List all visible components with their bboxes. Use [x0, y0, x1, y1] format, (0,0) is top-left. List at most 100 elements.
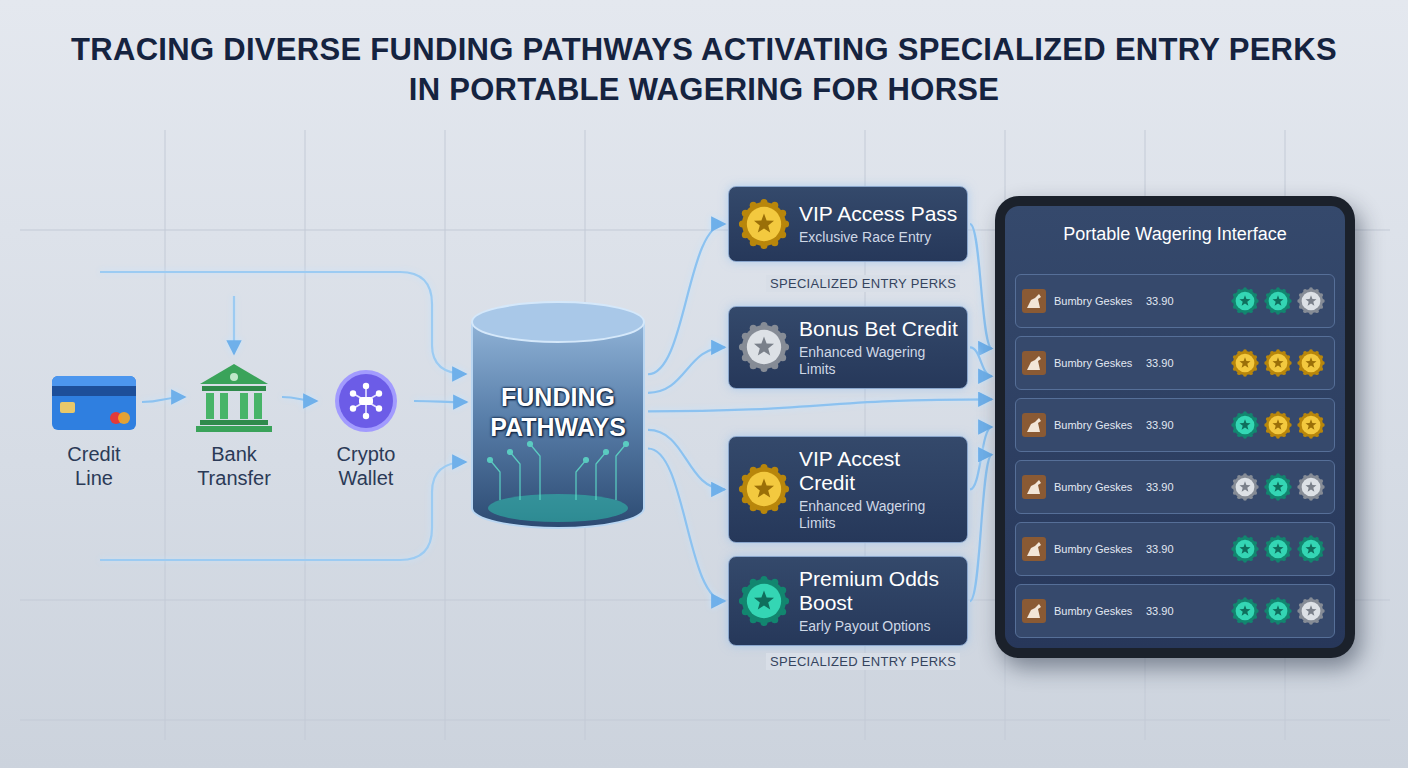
- perk-title: Bonus Bet Credit: [799, 317, 959, 341]
- medal-icon: [1264, 349, 1291, 376]
- row-medals: [1228, 408, 1328, 442]
- flow-connector: [648, 448, 725, 601]
- medal-icon: [739, 322, 789, 372]
- race-odds: 33.90: [1146, 605, 1190, 617]
- perk-medal: [737, 574, 791, 628]
- medal-icon: [1264, 287, 1291, 314]
- race-name: Bumbry Geskes: [1054, 543, 1146, 555]
- medal-icon: [1231, 473, 1258, 500]
- race-odds: 33.90: [1146, 419, 1190, 431]
- race-name: Bumbry Geskes: [1054, 605, 1146, 617]
- medal-icon: [1264, 535, 1291, 562]
- horse-thumbnail: [1022, 351, 1046, 375]
- perk-title: VIP Access Pass: [799, 202, 959, 226]
- section-label: SPECIALIZED ENTRY PERKS: [766, 275, 960, 292]
- medal-icon: [1297, 411, 1324, 438]
- perk-subtitle: Early Payout Options: [799, 618, 959, 635]
- row-medals: [1228, 284, 1328, 318]
- medal-icon: [1231, 349, 1258, 376]
- perk-title: VIP Accest Credit: [799, 447, 959, 495]
- medal-icon: [1231, 411, 1258, 438]
- funding-cylinder: FUNDING PATHWAYS: [470, 300, 646, 532]
- flow-connector: [970, 347, 992, 376]
- race-row: Bumbry Geskes33.90: [1015, 522, 1335, 576]
- race-odds: 33.90: [1146, 481, 1190, 493]
- row-medals: [1228, 532, 1328, 566]
- row-medals: [1228, 594, 1328, 628]
- race-name: Bumbry Geskes: [1054, 357, 1146, 369]
- race-row: Bumbry Geskes33.90: [1015, 336, 1335, 390]
- horse-thumbnail: [1022, 537, 1046, 561]
- card-icon: [48, 370, 140, 434]
- source-node: Credit Line: [48, 370, 140, 490]
- medal-icon: [1297, 287, 1324, 314]
- perk-text: VIP Access PassExclusive Race Entry: [799, 202, 959, 246]
- medal-icon: [1264, 597, 1291, 624]
- perk-text: Bonus Bet CreditEnhanced Wagering Limits: [799, 317, 959, 378]
- grid-lines: [20, 130, 1390, 740]
- medal-icon: [1264, 473, 1291, 500]
- tablet-heading: Portable Wagering Interface: [995, 196, 1355, 245]
- perk-subtitle: Enhanced Wagering Limits: [799, 498, 959, 532]
- race-name: Bumbry Geskes: [1054, 481, 1146, 493]
- flow-connector: [648, 399, 992, 411]
- race-row: Bumbry Geskes33.90: [1015, 398, 1335, 452]
- medal-icon: [1297, 473, 1324, 500]
- perk-subtitle: Enhanced Wagering Limits: [799, 344, 959, 378]
- horse-thumbnail: [1022, 475, 1046, 499]
- flow-connector: [648, 347, 725, 392]
- medal-icon: [1231, 597, 1258, 624]
- source-node: Bank Transfer: [188, 360, 280, 490]
- bank-icon: [188, 360, 280, 434]
- flow-connector: [142, 397, 185, 402]
- horse-thumbnail: [1022, 599, 1046, 623]
- perk-box: Premium Odds BoostEarly Payout Options: [728, 556, 968, 646]
- medal-icon: [1231, 287, 1258, 314]
- medal-icon: [739, 464, 789, 514]
- flow-connector: [970, 224, 992, 348]
- medal-icon: [1231, 535, 1258, 562]
- flow-connector: [282, 397, 317, 401]
- perk-medal: [737, 320, 791, 374]
- tablet-device: Portable Wagering InterfaceBumbry Geskes…: [995, 196, 1355, 658]
- row-medals: [1228, 470, 1328, 504]
- feed-lines: [100, 272, 466, 560]
- flow-connector: [414, 401, 467, 402]
- medal-icon: [1297, 349, 1324, 376]
- row-medals: [1228, 346, 1328, 380]
- flow-connector: [648, 224, 725, 374]
- perk-text: VIP Accest CreditEnhanced Wagering Limit…: [799, 447, 959, 532]
- race-row: Bumbry Geskes33.90: [1015, 274, 1335, 328]
- source-label: Credit Line: [48, 442, 140, 490]
- race-row: Bumbry Geskes33.90: [1015, 460, 1335, 514]
- source-label: Bank Transfer: [188, 442, 280, 490]
- race-row: Bumbry Geskes33.90: [1015, 584, 1335, 638]
- diagram-title: TRACING DIVERSE FUNDING PATHWAYS ACTIVAT…: [60, 30, 1348, 111]
- race-name: Bumbry Geskes: [1054, 419, 1146, 431]
- perk-medal: [737, 197, 791, 251]
- crypto-icon: [320, 368, 412, 434]
- perk-box: VIP Access PassExclusive Race Entry: [728, 186, 968, 262]
- medal-icon: [739, 199, 789, 249]
- race-odds: 33.90: [1146, 295, 1190, 307]
- perk-medal: [737, 462, 791, 516]
- medal-icon: [739, 576, 789, 626]
- race-name: Bumbry Geskes: [1054, 295, 1146, 307]
- horse-thumbnail: [1022, 289, 1046, 313]
- perk-text: Premium Odds BoostEarly Payout Options: [799, 567, 959, 635]
- medal-icon: [1297, 597, 1324, 624]
- source-label: Crypto Wallet: [320, 442, 412, 490]
- medal-icon: [1297, 535, 1324, 562]
- race-odds: 33.90: [1146, 357, 1190, 369]
- horse-thumbnail: [1022, 413, 1046, 437]
- flow-connector: [970, 455, 992, 601]
- perk-box: VIP Accest CreditEnhanced Wagering Limit…: [728, 436, 968, 543]
- cylinder-label: FUNDING PATHWAYS: [478, 382, 638, 442]
- source-node: Crypto Wallet: [320, 368, 412, 490]
- race-odds: 33.90: [1146, 543, 1190, 555]
- section-label: SPECIALIZED ENTRY PERKS: [766, 653, 960, 670]
- medal-icon: [1264, 411, 1291, 438]
- perk-subtitle: Exclusive Race Entry: [799, 229, 959, 246]
- perk-box: Bonus Bet CreditEnhanced Wagering Limits: [728, 306, 968, 389]
- perk-title: Premium Odds Boost: [799, 567, 959, 615]
